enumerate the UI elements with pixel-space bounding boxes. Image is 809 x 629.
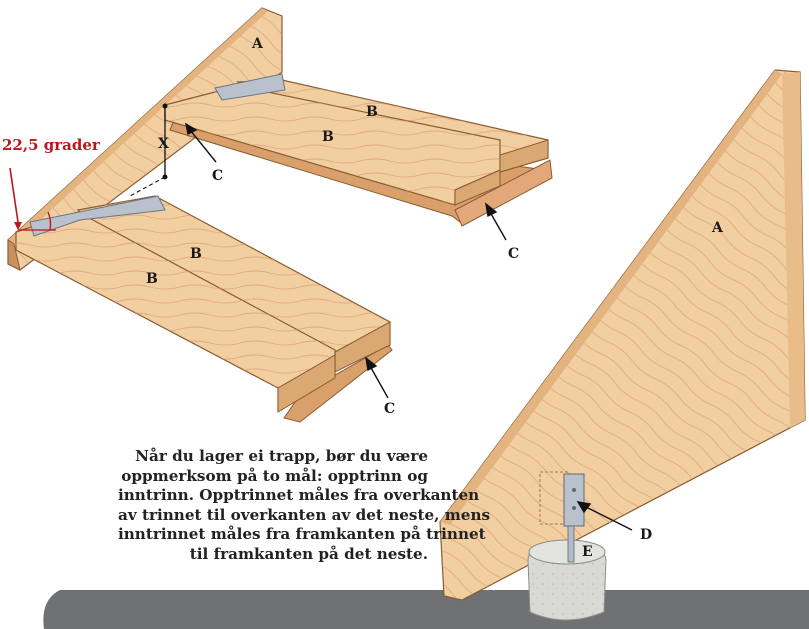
concrete-post <box>527 539 607 621</box>
label-tread-bottom-front: B <box>146 271 158 287</box>
post-bracket <box>539 471 585 563</box>
angle-label: 22,5 grader <box>2 136 101 154</box>
caption-line: inntrinnet måles fra framkanten på trinn… <box>118 525 486 543</box>
caption-line: oppmerksom på to mål: opptrinn og <box>121 466 428 485</box>
label-stringer-left: A <box>251 36 264 52</box>
label-tread-bottom-back: B <box>190 246 202 262</box>
caption-line: inntrinn. Opptrinnet måles fra overkante… <box>118 486 480 504</box>
rise-measurement <box>129 103 168 197</box>
caption-line: til framkanten på det neste. <box>189 544 428 563</box>
label-post: E <box>582 544 593 560</box>
label-cleat-top-left: C <box>212 168 223 184</box>
leader-lines <box>185 122 633 531</box>
caption: Når du lager ei trapp, bør du være oppme… <box>118 447 491 564</box>
left-stringer <box>7 7 283 271</box>
label-bracket: D <box>640 527 652 543</box>
caption-line: av trinnet til overkanten av det neste, … <box>118 505 491 524</box>
caption-line: Når du lager ei trapp, bør du være <box>135 447 428 465</box>
label-rise: X <box>158 136 169 152</box>
label-tread-top-back: B <box>366 104 378 120</box>
label-cleat-bottom: C <box>384 401 395 417</box>
label-tread-top-front: B <box>322 129 334 145</box>
angle-indicator <box>9 167 56 231</box>
label-stringer-right: A <box>711 220 724 236</box>
upper-step <box>164 73 553 227</box>
lower-step <box>15 195 393 423</box>
right-stringer <box>439 69 806 601</box>
ground <box>43 590 809 629</box>
label-cleat-top-right: C <box>508 246 519 262</box>
